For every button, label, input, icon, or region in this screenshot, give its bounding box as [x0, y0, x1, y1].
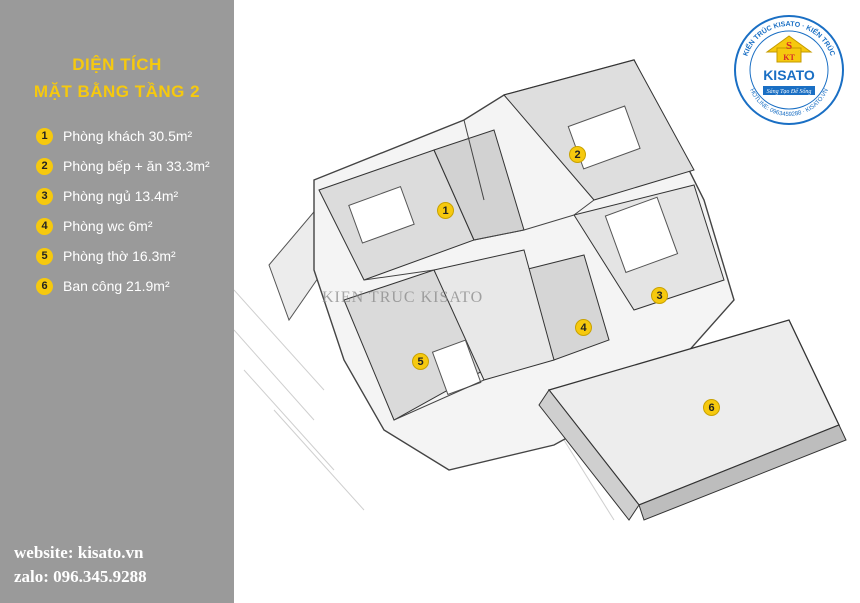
- sidebar-title-line2: MẶT BẰNG TẦNG 2: [33, 82, 201, 101]
- legend-number-badge: 3: [36, 187, 53, 205]
- legend-number-badge: 6: [36, 277, 53, 295]
- room-marker-4: 4: [575, 319, 592, 336]
- kisato-logo: KIẾN TRÚC KISATO · KIẾN TRÚC HOTLINE: 09…: [734, 15, 844, 125]
- watermark: KIEN TRUC KISATO: [322, 289, 484, 306]
- legend-label: Phòng bếp + ăn 33.3m²: [63, 158, 210, 174]
- logo-slogan: Sáng Tạo Để Sống: [767, 88, 812, 95]
- legend-item: 6 Ban công 21.9m²: [36, 276, 170, 296]
- legend-label: Phòng thờ 16.3m²: [63, 248, 176, 264]
- website-text: website: kisato.vn: [14, 543, 144, 562]
- zalo-text: zalo: 096.345.9288: [14, 567, 147, 586]
- legend-item: 5 Phòng thờ 16.3m²: [36, 246, 176, 266]
- sidebar: DIỆN TÍCH MẶT BẰNG TẦNG 2 1 Phòng khách …: [0, 0, 234, 603]
- logo-brand: KISATO: [763, 67, 815, 83]
- logo-letter: S: [786, 40, 792, 52]
- legend-number-badge: 1: [36, 127, 53, 145]
- logo-initials: KT: [783, 53, 795, 62]
- room-marker-3: 3: [651, 287, 668, 304]
- legend-item: 3 Phòng ngủ 13.4m²: [36, 186, 178, 206]
- legend-item: 1 Phòng khách 30.5m²: [36, 126, 192, 146]
- legend-label: Phòng ngủ 13.4m²: [63, 188, 179, 204]
- room-marker-2: 2: [569, 146, 586, 163]
- room-marker-6: 6: [703, 399, 720, 416]
- sidebar-title-line1: DIỆN TÍCH: [72, 55, 162, 74]
- legend-number-badge: 4: [36, 217, 53, 235]
- legend-number-badge: 2: [36, 157, 53, 175]
- room-marker-1: 1: [437, 202, 454, 219]
- legend-label: Phòng wc 6m²: [63, 218, 153, 234]
- legend-label: Phòng khách 30.5m²: [63, 128, 193, 144]
- room-marker-5: 5: [412, 353, 429, 370]
- legend-item: 4 Phòng wc 6m²: [36, 216, 152, 236]
- legend-item: 2 Phòng bếp + ăn 33.3m²: [36, 156, 210, 176]
- legend-label: Ban công 21.9m²: [63, 278, 170, 294]
- legend-number-badge: 5: [36, 247, 53, 265]
